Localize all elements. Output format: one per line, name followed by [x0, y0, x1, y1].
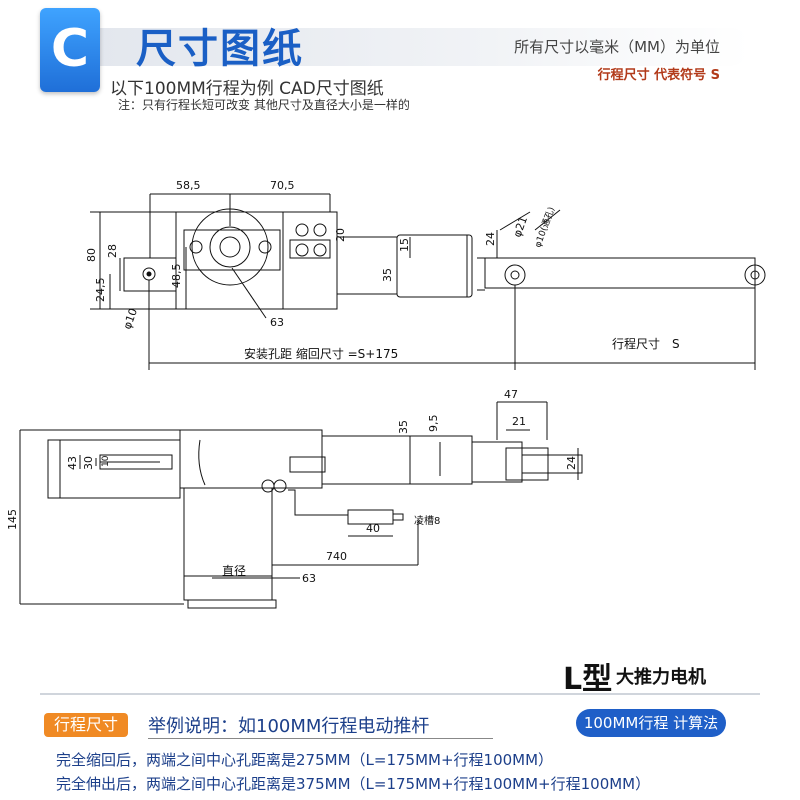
dim-740: 740: [326, 550, 347, 563]
dim-20: 20: [334, 228, 347, 242]
intro-line: 以下100MM行程为例 CAD尺寸图纸: [110, 79, 384, 99]
logo-badge: C: [40, 8, 100, 92]
rod-side: [521, 454, 583, 474]
front-hole: [504, 264, 526, 286]
dim-47: 47: [504, 388, 518, 401]
stroke-code-note: 行程尺寸 代表符号 S: [597, 68, 720, 83]
dim-63: 63: [270, 316, 284, 329]
mount-distance-label: 安装孔距 缩回尺寸 =S+175: [244, 346, 398, 361]
dim-24-side: 24: [565, 456, 578, 470]
dim-slot-8: 凌槽8: [414, 514, 440, 527]
dim-15: 15: [398, 238, 411, 252]
dim-phi10-through: φ10(通孔): [532, 205, 557, 249]
page-title: 尺寸图纸: [136, 26, 304, 72]
dim-phi21: φ21: [511, 215, 530, 239]
diameter-label: 直径: [222, 564, 246, 578]
dim-35-side: 35: [397, 420, 410, 434]
stroke-tag: 行程尺寸: [44, 713, 129, 737]
dim-28: 28: [106, 244, 119, 258]
example-underline: [148, 738, 493, 739]
dim-24-5: 24,5: [94, 278, 107, 303]
calc-line-retracted: 完全缩回后，两端之间中心孔距离是275MM（L=175MM+行程100MM）: [56, 751, 554, 769]
motor-side: [183, 487, 273, 601]
calculation-badge: 100MM行程 计算法: [576, 709, 726, 737]
header-bar: [100, 28, 750, 66]
dim-21: 21: [512, 415, 526, 428]
outer-tube: [336, 236, 398, 295]
side-view: [19, 401, 583, 609]
stroke-dimension-label: 行程尺寸 S: [612, 336, 680, 351]
motor-housing: [282, 211, 338, 310]
section-divider: [40, 693, 760, 695]
logo-letter: C: [50, 19, 90, 79]
dim-58-5: 58,5: [176, 179, 201, 192]
tube-end: [396, 234, 473, 298]
dim-9-5: 9,5: [427, 415, 440, 433]
unit-note: 所有尺寸以毫米（MM）为单位: [514, 38, 720, 56]
cad-drawing: 58,5 70,5 80 28 24,5 48,5 φ10 63 20 15 3…: [6, 179, 766, 609]
dim-48-5: 48,5: [170, 264, 183, 289]
model-description: 大推力电机: [616, 667, 706, 688]
tube-side: [321, 435, 473, 485]
example-title: 举例说明：如100MM行程电动推杆: [148, 716, 430, 737]
dim-40: 40: [366, 522, 380, 535]
dim-phi10: φ10: [121, 307, 140, 331]
dim-145: 145: [6, 509, 19, 530]
dim-80: 80: [85, 248, 98, 262]
dim-24: 24: [484, 232, 497, 246]
inner-rod: [484, 257, 756, 289]
top-view: [90, 193, 766, 370]
gearbox-side: [179, 429, 323, 489]
dim-10: 10: [101, 455, 111, 467]
model-label: L型: [563, 662, 613, 697]
dim-35: 35: [381, 268, 394, 282]
calc-line-extended: 完全伸出后，两端之间中心孔距离是375MM（L=175MM+行程100MM+行程…: [56, 775, 651, 793]
cable: [288, 489, 348, 516]
note-line: 注：只有行程长短可改变 其他尺寸及直径大小是一样的: [118, 98, 410, 112]
dim-43: 43: [66, 456, 79, 470]
dim-70-5: 70,5: [270, 179, 295, 192]
dim-30: 30: [82, 456, 95, 470]
dim-63-side: 63: [302, 572, 316, 585]
